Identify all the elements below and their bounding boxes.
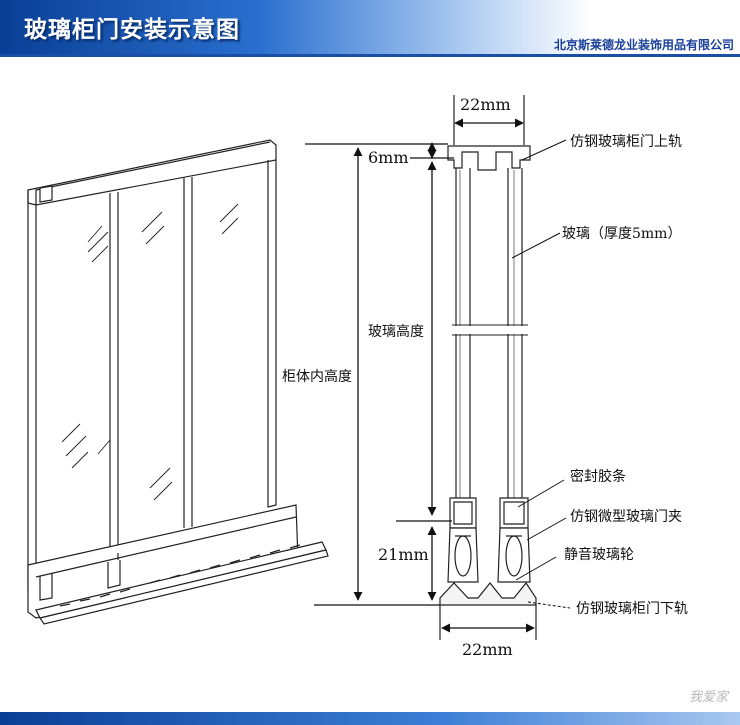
top-rail-callout: 仿钢玻璃柜门上轨 bbox=[570, 133, 682, 150]
bottom-rail-callout: 仿钢玻璃柜门下轨 bbox=[576, 600, 688, 617]
bottom-width-label: 22mm bbox=[462, 640, 513, 659]
page-title: 玻璃柜门安装示意图 bbox=[24, 17, 240, 43]
cabinet-inner-height-label: 柜体内高度 bbox=[282, 368, 352, 385]
bottom-clearance-label: 21mm bbox=[378, 545, 429, 564]
glass-clamp-callout: 仿钢微型玻璃门夹 bbox=[570, 508, 682, 525]
header-rule bbox=[0, 54, 740, 57]
top-width-label: 22mm bbox=[460, 95, 511, 114]
callout-leaders bbox=[511, 139, 571, 609]
top-gap-label: 6mm bbox=[368, 148, 409, 167]
glass-height-label: 玻璃高度 bbox=[368, 323, 424, 340]
seal-strip-callout: 密封胶条 bbox=[570, 468, 626, 485]
dimension-lines bbox=[305, 118, 535, 633]
watermark-logo: 我爱家 bbox=[688, 690, 728, 705]
company-name: 北京斯莱德龙业装饰用品有限公司 bbox=[553, 38, 734, 52]
glass-callout: 玻璃（厚度5mm） bbox=[562, 225, 681, 242]
cabinet-perspective-view bbox=[27, 139, 329, 625]
silent-wheel-callout: 静音玻璃轮 bbox=[564, 546, 634, 563]
footer-bar bbox=[0, 712, 740, 725]
cross-section-view bbox=[439, 95, 537, 640]
installation-diagram: 22mm 6mm 21mm 22mm 玻璃高度 柜体内高度 仿钢玻璃柜门上轨 玻… bbox=[27, 95, 688, 659]
header-bar bbox=[0, 0, 740, 56]
